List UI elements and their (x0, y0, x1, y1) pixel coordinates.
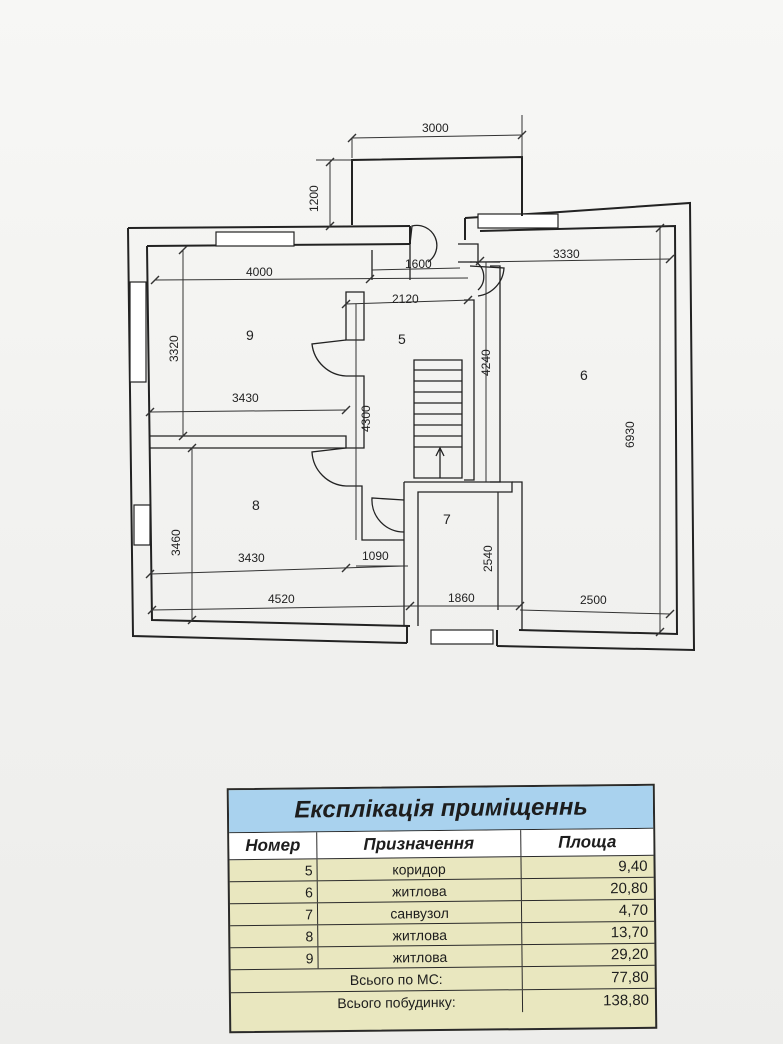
window-bottom (430, 629, 494, 645)
porch (316, 115, 527, 231)
row-number: 7 (229, 903, 319, 926)
room-number-7: 7 (443, 511, 451, 527)
window-left-upper (129, 281, 147, 383)
dim-3430-upper: 3430 (232, 391, 259, 405)
floor-plan: 3000 1200 4000 1600 3330 2120 3320 4240 … (127, 115, 696, 652)
total-floor-label: Всього по МС: (230, 967, 523, 993)
dim-2500: 2500 (580, 593, 607, 607)
room-number-6: 6 (580, 367, 588, 383)
row-area: 29,20 (610, 945, 649, 964)
windows (129, 213, 559, 645)
row-area: 4,70 (618, 901, 649, 920)
dim-6930: 6930 (623, 421, 637, 448)
row-area: 13,70 (610, 923, 649, 942)
window-top-left (215, 231, 295, 247)
row-purpose: житлова (318, 923, 523, 947)
row-number: 9 (230, 947, 319, 970)
row-purpose: коридор (317, 857, 522, 881)
explication-table: Експлікація приміщеннь Номер Призначення… (226, 783, 658, 1034)
row-number: 8 (230, 925, 319, 948)
dim-3000: 3000 (422, 121, 449, 135)
staircase (413, 359, 463, 479)
room-number-8: 8 (252, 497, 260, 513)
dim-2540: 2540 (481, 545, 495, 572)
row-area: 9,40 (618, 857, 648, 876)
dim-4520: 4520 (268, 592, 295, 606)
header-area: Площа (558, 832, 617, 852)
dim-3460: 3460 (169, 529, 183, 556)
row-purpose: житлова (317, 879, 522, 903)
dim-4240: 4240 (479, 349, 493, 376)
row-area: 20,80 (610, 879, 648, 898)
window-left-lower (133, 504, 151, 546)
header-purpose: Призначення (317, 830, 522, 859)
total-building-value: 138,80 (602, 991, 650, 1009)
dim-4300: 4300 (359, 405, 373, 432)
total-building-label: Всього побудинку: (230, 990, 524, 1016)
dim-1860: 1860 (448, 591, 475, 605)
explication-title: Експлікація приміщеннь (228, 785, 654, 834)
window-top-right (477, 213, 559, 229)
dim-2120: 2120 (392, 292, 419, 306)
dim-1090: 1090 (362, 549, 389, 563)
row-purpose: житлова (318, 945, 523, 969)
dim-1600: 1600 (405, 257, 432, 271)
dim-3320: 3320 (167, 335, 181, 362)
doors (311, 224, 505, 533)
room-numbers: 9 5 6 8 7 (246, 327, 588, 527)
dimension-labels: 3000 1200 4000 1600 3330 2120 3320 4240 … (167, 121, 637, 607)
dimension-lines (145, 223, 675, 637)
dim-3330: 3330 (553, 247, 580, 261)
room-number-9: 9 (246, 327, 254, 343)
room-number-5: 5 (398, 331, 406, 347)
dim-3430-lower: 3430 (238, 551, 265, 565)
dim-4000: 4000 (246, 265, 273, 279)
total-floor-value: 77,80 (611, 968, 649, 986)
header-number: Номер (229, 832, 318, 860)
row-number: 6 (229, 881, 318, 904)
row-number: 5 (229, 859, 318, 882)
dim-1200: 1200 (307, 185, 321, 212)
row-purpose: санвузол (317, 901, 523, 925)
total-building-row: Всього побудинку: 138,80 (230, 989, 655, 1016)
